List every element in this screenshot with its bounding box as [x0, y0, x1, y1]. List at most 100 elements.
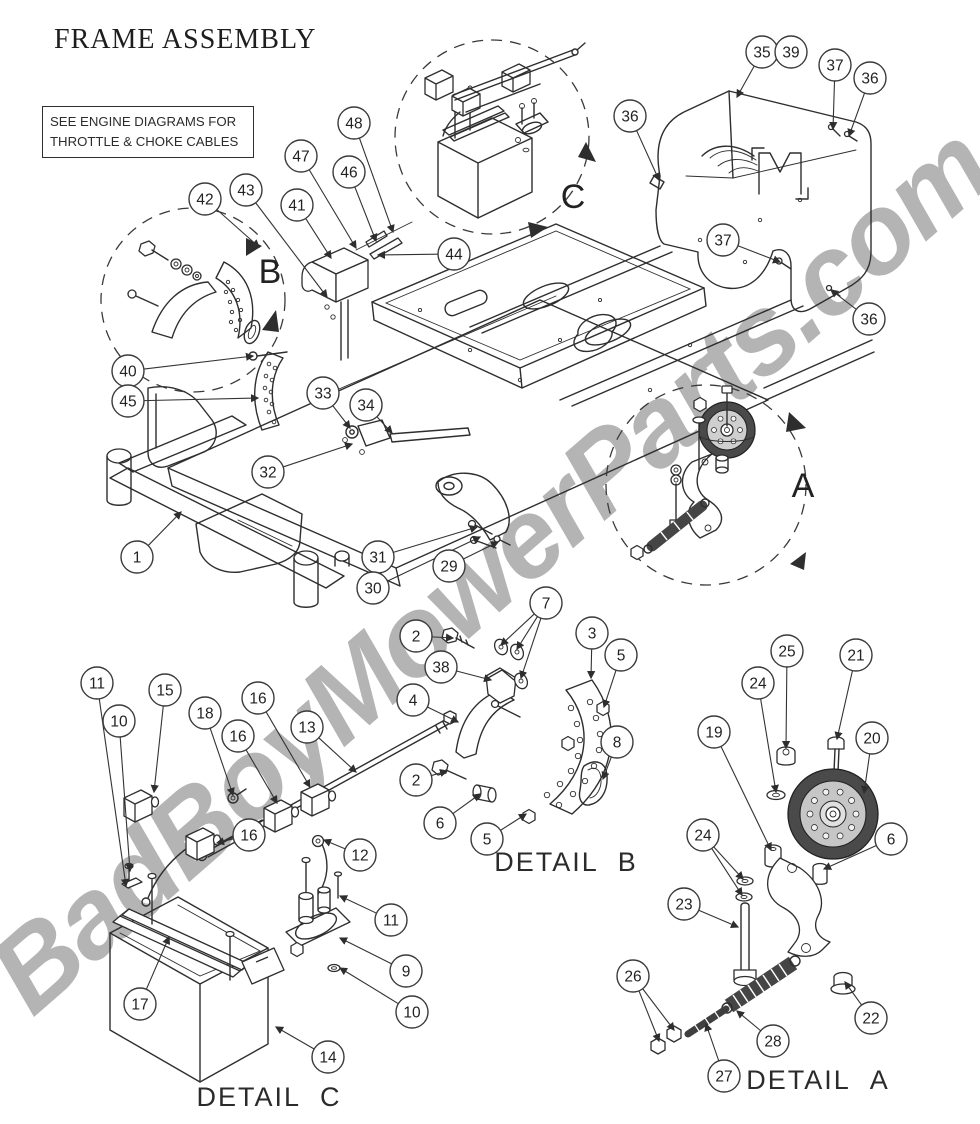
callout-number: 25	[778, 644, 795, 661]
callout-number: 14	[319, 1050, 337, 1067]
callout-44: 44	[376, 237, 471, 271]
idler-bolt-art	[740, 902, 750, 971]
leader-line	[587, 648, 596, 680]
callout-balloon	[874, 822, 908, 856]
floor-pan-art	[649, 90, 872, 313]
callout-number: 39	[782, 45, 799, 62]
callout-balloon	[667, 887, 701, 921]
solenoid-small-art	[515, 98, 549, 153]
leader-line	[215, 837, 234, 846]
callout-number: 35	[753, 45, 770, 62]
callout-number: 42	[196, 192, 213, 209]
flat-idler-pulley-art	[787, 768, 879, 860]
callout-number: 22	[862, 1011, 879, 1028]
detail-letter-A: A	[792, 467, 815, 505]
callout-balloon	[111, 384, 145, 418]
leader-line	[143, 352, 255, 370]
cable-boot-c	[263, 799, 300, 833]
leader-line	[601, 756, 612, 781]
callout-number: 48	[345, 116, 362, 133]
detail-letter-C: C	[561, 178, 586, 216]
leader-line	[829, 80, 838, 131]
leader-line	[830, 289, 857, 310]
callout-8: 8	[600, 725, 634, 781]
leader-line	[452, 793, 482, 815]
callout-43: 43	[229, 173, 328, 298]
callout-9: 9	[338, 937, 423, 988]
leader-line	[642, 988, 675, 1031]
callout-balloon	[188, 696, 222, 730]
callout-24: 24	[741, 666, 779, 794]
callout-number: 17	[131, 997, 148, 1014]
leader-line	[283, 442, 354, 468]
leader-line	[736, 65, 755, 99]
callout-number: 16	[249, 691, 266, 708]
callout-number: 4	[409, 693, 418, 710]
detail-b-exploded	[431, 627, 612, 825]
leader-line	[844, 980, 863, 1006]
callout-15: 15	[148, 673, 182, 794]
callout-number: 44	[445, 247, 463, 264]
callout-balloon	[818, 48, 852, 82]
callout-22: 22	[844, 980, 888, 1035]
leader-line	[427, 706, 460, 723]
callout-number: 23	[675, 897, 692, 914]
callout-number: 29	[440, 559, 457, 576]
callout-balloon	[232, 818, 266, 852]
callout-number: 11	[89, 676, 105, 693]
starter-solenoid-art	[285, 856, 351, 973]
leader-line	[318, 737, 357, 773]
callout-balloon	[741, 666, 775, 700]
callout-number: 16	[229, 729, 246, 746]
callout-number: 36	[860, 312, 877, 329]
callout-24: 24	[686, 818, 744, 897]
leader-line	[698, 909, 740, 929]
callout-6: 6	[822, 822, 908, 870]
idler-arm-art	[767, 857, 831, 957]
leader-line	[209, 727, 235, 797]
callout-31: 31	[361, 525, 479, 574]
leader-line	[143, 394, 260, 403]
callout-26: 26	[616, 959, 675, 1043]
callout-balloon	[855, 721, 889, 755]
callout-balloon	[774, 35, 808, 69]
callout-number: 36	[861, 71, 878, 88]
callout-16: 16	[241, 681, 311, 789]
callout-balloon	[852, 302, 886, 336]
callout-18: 18	[188, 696, 235, 797]
callout-number: 9	[402, 964, 411, 981]
callout-36: 36	[613, 99, 660, 182]
callout-37: 37	[818, 48, 852, 131]
seat-platform-art	[371, 223, 707, 389]
callout-number: 16	[240, 828, 257, 845]
leader-line	[736, 1010, 762, 1032]
cable-clamp-art	[311, 834, 325, 848]
callout-3: 3	[575, 616, 609, 680]
leader-line	[119, 736, 134, 873]
callout-number: 24	[694, 828, 712, 845]
leader-line	[245, 749, 278, 805]
callout-7: 7	[500, 586, 563, 680]
leader-line	[338, 895, 377, 914]
callout-21: 21	[834, 638, 873, 741]
brand-m-logo	[701, 145, 809, 200]
callout-28: 28	[736, 1010, 790, 1058]
callout-42: 42	[188, 182, 260, 248]
leader-line	[860, 753, 871, 795]
callout-balloon	[80, 666, 114, 700]
callout-40: 40	[111, 352, 255, 388]
detail-circle-c	[394, 39, 596, 238]
callout-balloon	[306, 376, 340, 410]
callout-number: 5	[617, 648, 626, 665]
callout-balloon	[120, 540, 154, 574]
tension-spring-art	[721, 955, 801, 1014]
leader-line	[834, 670, 854, 741]
detail-circle-a	[605, 384, 807, 586]
callout-balloon	[756, 1024, 790, 1058]
leader-line	[463, 541, 500, 560]
callout-balloon	[395, 995, 429, 1029]
callout-number: 6	[887, 832, 896, 849]
callout-balloon	[337, 106, 371, 140]
callout-number: 10	[110, 714, 128, 731]
